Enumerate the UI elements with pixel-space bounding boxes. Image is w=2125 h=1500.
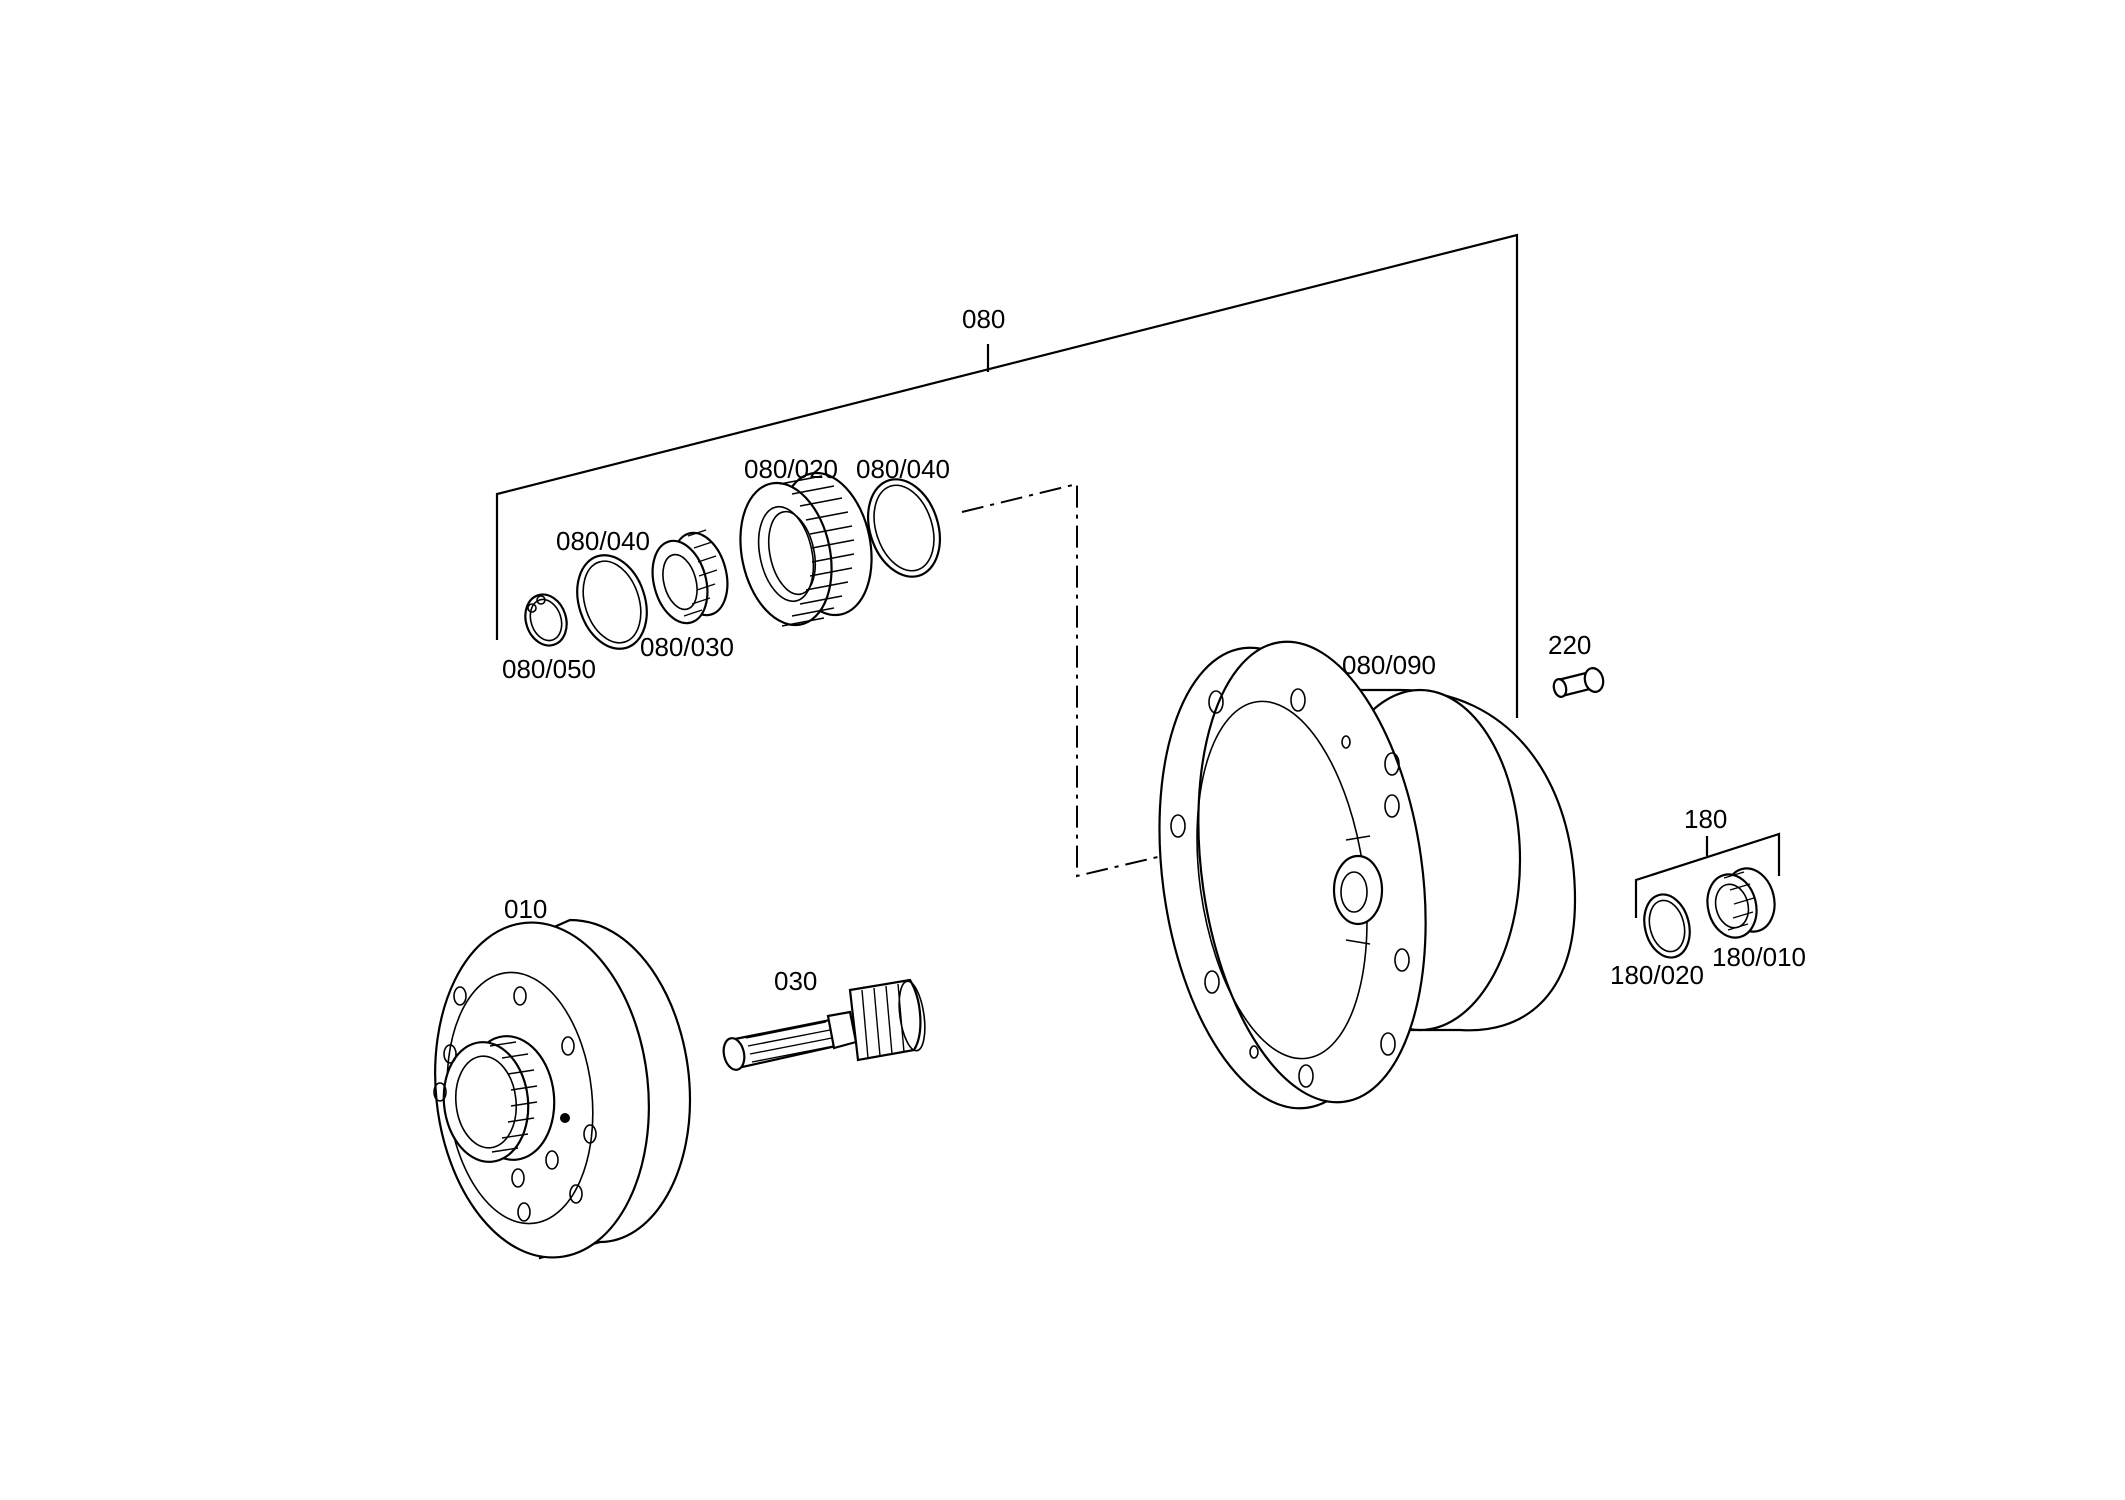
plug-180-010 [1706, 867, 1776, 939]
label-080-040-left: 080/040 [556, 526, 650, 556]
label-180-010: 180/010 [1712, 942, 1806, 972]
part-labels: 080 080/020 080/040 080/040 080/030 080/… [502, 304, 1806, 996]
label-220: 220 [1548, 630, 1591, 660]
label-010: 010 [504, 894, 547, 924]
ring-080-040-right [867, 478, 941, 578]
bolt-220 [1552, 667, 1605, 698]
label-030: 030 [774, 966, 817, 996]
label-080-040-top: 080/040 [856, 454, 950, 484]
planetary-housing-010 [433, 918, 692, 1260]
sun-shaft-030 [722, 978, 926, 1071]
planet-gear-080-020 [739, 471, 873, 627]
ring-080-040-left [576, 554, 648, 650]
label-080: 080 [962, 304, 1005, 334]
label-180: 180 [1684, 804, 1727, 834]
bracket-180 [1634, 832, 1781, 918]
bearing-080-030 [651, 529, 729, 625]
label-080-030: 080/030 [640, 632, 734, 662]
housing-080-090 [1158, 640, 1577, 1110]
label-180-020: 180/020 [1610, 960, 1704, 990]
o-ring-180-020 [1643, 893, 1691, 959]
label-080-050: 080/050 [502, 654, 596, 684]
label-080-090: 080/090 [1342, 650, 1436, 680]
label-080-020: 080/020 [744, 454, 838, 484]
snap-ring-080-050 [524, 593, 568, 647]
bracket-080 [495, 233, 1519, 718]
